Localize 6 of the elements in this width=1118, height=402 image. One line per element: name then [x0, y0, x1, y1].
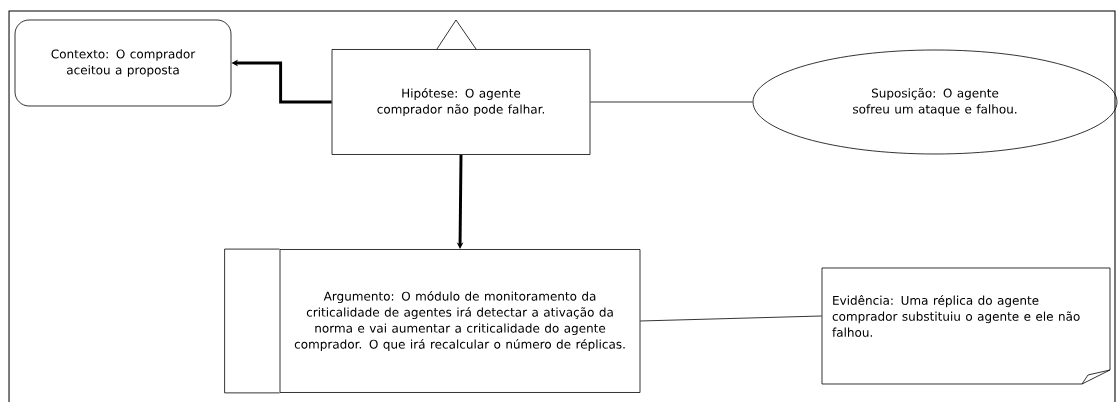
argument-box: Argumento: O módulo de monitoramento da criticalidade de agentes irá detectar a ativação da norma e vai aumentar a criticalidade do agente comprador. O que irá recalcular o número de réplicas. — [224, 248, 641, 394]
connector — [640, 315, 823, 322]
hypothesis-box: Hipótese: O agente comprador não pode falhar. — [331, 49, 591, 155]
evidence-note: Evidência: Uma réplica do agente comprador substituiu o agente e ele não falhou. — [821, 267, 1111, 385]
context-box: Contexto: O comprador aceitou a proposta — [14, 19, 232, 107]
connector — [590, 101, 753, 103]
